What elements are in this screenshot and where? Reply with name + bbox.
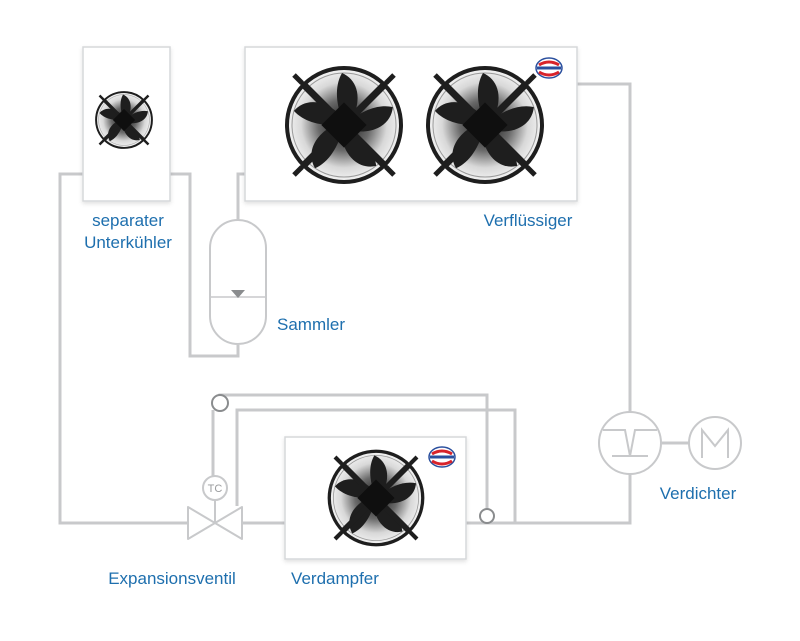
tc-sensor-circle (202, 475, 228, 501)
condenser-unit (244, 46, 578, 202)
motor-icon (688, 416, 742, 470)
pipe-subcooler-to-receiver (170, 172, 240, 358)
receiver-label: Sammler (277, 315, 345, 334)
subcooler-label-line2: Unterkühler (84, 233, 172, 252)
expansion-valve-label: Expansionsventil (108, 569, 236, 588)
equalizer-line (235, 408, 517, 523)
evaporator-unit (284, 436, 467, 560)
evaporator-logo-icon (427, 445, 457, 469)
expansion-valve-icon (187, 475, 243, 540)
condenser-fan-1-icon (287, 68, 401, 182)
pipe-subcooler-to-valve (58, 172, 188, 525)
receiver-vessel (209, 219, 267, 345)
evaporator-label: Verdampfer (291, 569, 379, 588)
refrigerant-pipes (58, 82, 689, 525)
condenser-fan-2-icon (428, 68, 542, 182)
compressor-label: Verdichter (660, 484, 737, 503)
tc-label: TC (208, 483, 223, 495)
condenser-label: Verflüssiger (484, 211, 573, 230)
subcooler-label-line1: separater (92, 211, 164, 230)
condenser-logo-icon (534, 56, 564, 80)
receiver-tank (209, 219, 267, 345)
sensing-bulb-evaporator-icon (479, 508, 495, 524)
pipe-condenser-to-receiver (236, 172, 245, 222)
pipe-evaporator-to-compressor (466, 468, 632, 525)
subcooler-unit (82, 46, 171, 202)
compressor-icon (598, 411, 662, 475)
pipe-compressor-to-condenser (577, 82, 632, 418)
sensing-bulb-top-icon (211, 394, 229, 412)
receiver-level-marker (231, 290, 245, 298)
subcooler-fan-icon (94, 90, 154, 150)
evaporator-fan-icon (329, 451, 422, 544)
